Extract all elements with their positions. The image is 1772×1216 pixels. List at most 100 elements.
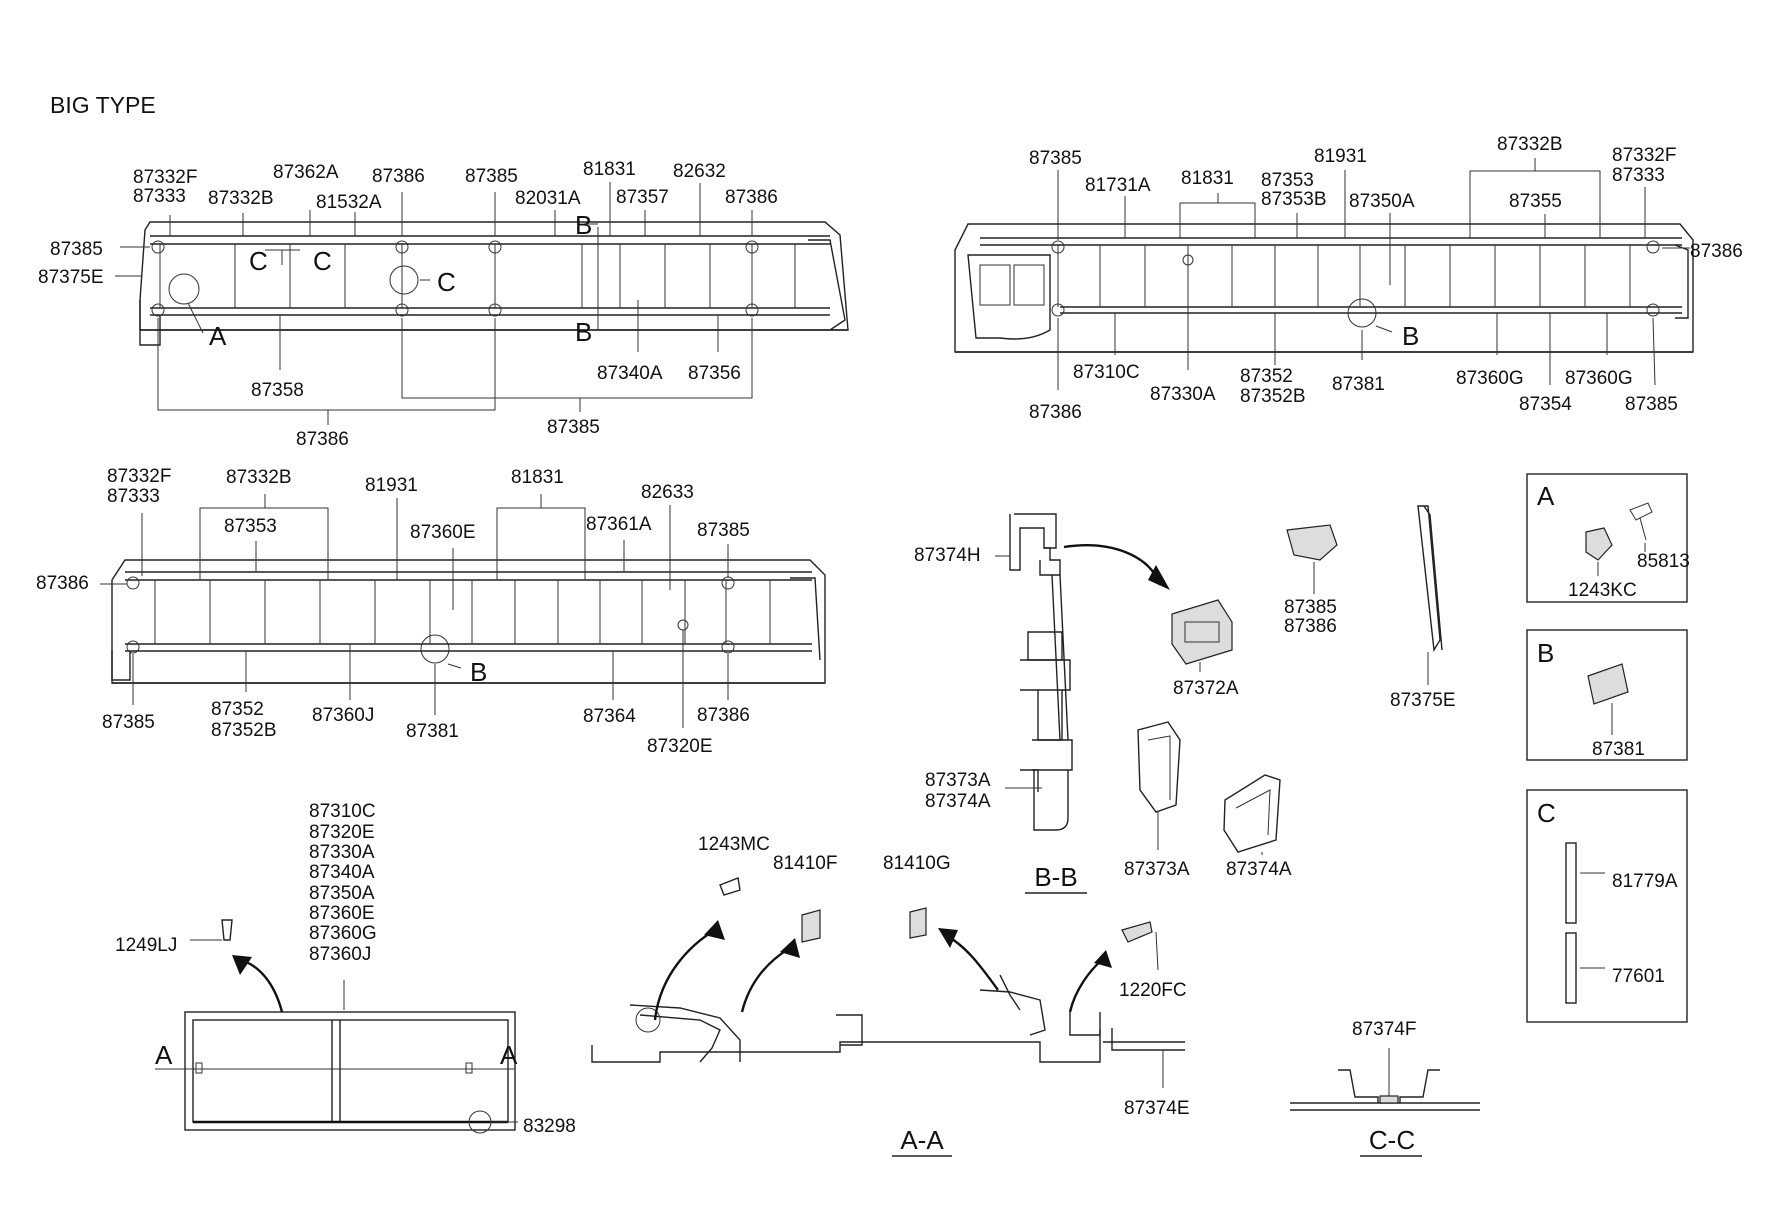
part-number-callout: 87386 [36,573,89,594]
part-number-callout: 1220FC [1119,980,1187,1001]
part-number-callout: 87373A [925,770,991,791]
part-number-callout: 81410G [883,853,951,874]
bus-side-right-view [954,158,1694,390]
section-letter-mark: A [155,1040,173,1070]
part-number-callout: 87310C [1073,362,1140,383]
part-number-callout: 87353 [1261,170,1314,191]
detail-part-number: 87381 [1592,739,1645,760]
section-a-a-drawing [591,877,1185,1088]
part-number-callout: 87374A [1226,859,1292,880]
section-letter-mark: B [1402,321,1419,351]
detail-letter-c: C [1537,798,1556,828]
part-number-callout: 87364 [583,706,636,727]
part-number-callout: 87360E [410,522,476,543]
part-number-callout: 87374H [914,545,981,566]
part-number-callout: 82633 [641,482,694,503]
part-number-callout: 81931 [365,475,418,496]
part-number-callout: 87386 [1690,241,1743,262]
detail-box-b: B [1526,629,1688,761]
part-number-callout: 87360G [1565,368,1633,389]
part-number-callout: 87353B [1261,189,1327,210]
section-letter-mark: C [437,267,456,297]
section-letter-mark: A [209,321,227,351]
part-number-callout: 87385 [547,417,600,438]
part-number-callout: 87385 [102,712,155,733]
part-number-callout: 87332B [1497,134,1563,155]
section-b-b-drawing [995,513,1170,831]
part-number-callout: 87332B [226,467,292,488]
part-number-callout: 87386 [697,705,750,726]
b-b-parts [1137,505,1443,855]
part-number-callout: 87385 [465,166,518,187]
part-number-callout: 87360G [1456,368,1524,389]
part-number-callout: 87356 [688,363,741,384]
part-number-callout: 81410F [773,853,837,874]
part-number-callout: 87386 [1284,616,1337,637]
part-number-callout: 87332F [107,466,171,487]
section-label-a-a: A-A [900,1125,944,1155]
part-number-callout: 87330A [309,842,375,863]
part-number-callout: 87360J [312,705,374,726]
detail-part-number: 77601 [1612,966,1665,987]
part-number-callout: 87362A [273,162,339,183]
window-panel-assembly [155,919,518,1134]
page-title: BIG TYPE [50,92,156,118]
part-number-callout: 87340A [309,862,375,883]
part-number-callout: 87330A [1150,384,1216,405]
part-number-callout: 87352 [211,699,264,720]
part-number-callout: 1243MC [698,834,770,855]
part-number-callout: 87381 [1332,374,1385,395]
part-number-callout: 82632 [673,161,726,182]
part-number-callout: 87352B [211,720,277,741]
part-number-callout: 87385 [50,239,103,260]
part-number-callout: 87375E [1390,690,1456,711]
part-number-callout: 87375E [38,267,104,288]
part-number-callout: 87354 [1519,394,1572,415]
part-number-callout: 87332B [208,188,274,209]
part-number-callout: 87333 [1612,165,1665,186]
part-number-callout: 87333 [133,186,186,207]
part-number-callout: 87320E [647,736,713,757]
part-number-callout: 87372A [1173,678,1239,699]
section-letter-mark: A [500,1040,518,1070]
part-number-callout: 87340A [597,363,663,384]
part-number-callout: 87374E [1124,1098,1190,1119]
section-letter-mark: C [249,246,268,276]
detail-box-c: C [1526,789,1688,1023]
part-number-callout: 87374A [925,791,991,812]
part-number-callout: 87374F [1352,1019,1416,1040]
part-number-callout: 87320E [309,822,375,843]
part-number-callout: 87360E [309,903,375,924]
part-number-callout: 81831 [511,467,564,488]
part-number-callout: 87333 [107,486,160,507]
part-number-callout: 87350A [309,883,375,904]
part-number-callout: 82031A [515,188,581,209]
bus-side-middle-view [100,494,826,728]
section-letter-mark: B [575,317,592,347]
part-number-callout: 87385 [1284,597,1337,618]
part-number-callout: 87386 [1029,402,1082,423]
part-number-callout: 81532A [316,192,382,213]
part-number-callout: 87373A [1124,859,1190,880]
section-letter-mark: B [470,657,487,687]
part-number-callout: 81731A [1085,175,1151,196]
detail-letter-b: B [1537,638,1554,668]
part-number-callout: 83298 [523,1116,576,1137]
detail-box-a: A [1526,473,1688,603]
part-number-callout: 81931 [1314,146,1367,167]
part-number-callout: 87385 [1029,148,1082,169]
section-letter-mark: C [313,246,332,276]
bus-side-left-view [115,182,849,425]
section-c-c-drawing [1290,1048,1480,1111]
part-number-callout: 87386 [725,187,778,208]
part-number-callout: 87360G [309,923,377,944]
part-number-callout: 87310C [309,801,376,822]
part-number-callout: 1249LJ [115,935,177,956]
part-number-callout: 87360J [309,944,371,965]
part-number-callout: 87355 [1509,191,1562,212]
detail-part-number: 85813 [1637,551,1690,572]
